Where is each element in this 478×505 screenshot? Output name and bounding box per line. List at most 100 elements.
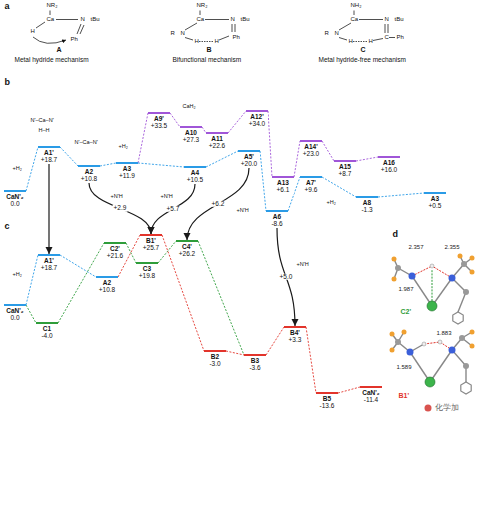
- energy-level: A13+6.1: [272, 176, 294, 194]
- reaction-path: [170, 113, 180, 127]
- atom-label: Ca: [46, 16, 55, 22]
- atom-label: NR₂: [46, 2, 58, 8]
- reaction-path: [266, 327, 284, 355]
- bond: [354, 11, 355, 16]
- reagent-label: +H₂: [12, 272, 22, 278]
- energy-level: A5'+20.0: [238, 150, 260, 168]
- state-name: B1': [140, 237, 162, 244]
- methyl-atom: [470, 330, 475, 335]
- atom-label: H: [214, 38, 219, 44]
- reaction-path: [338, 387, 360, 393]
- dashed-bond: [199, 41, 213, 42]
- bond: [388, 24, 389, 33]
- reaction-path: [60, 147, 78, 166]
- relative-energy: +25.7: [140, 244, 162, 251]
- energy-level: B2-3.0: [204, 350, 226, 368]
- bond: [359, 19, 383, 20]
- state-name: A8: [356, 199, 378, 206]
- nitrogen-atom: [409, 273, 416, 280]
- atom-label: NR₂: [196, 2, 208, 8]
- energy-level: A8-1.3: [356, 196, 378, 214]
- atom-label: N: [334, 30, 339, 36]
- molecule-c2: [392, 254, 475, 325]
- energy-level: A16+16.0: [378, 156, 400, 174]
- state-name: A3: [116, 165, 138, 172]
- state-name: A10: [180, 129, 202, 136]
- watermark-logo: [425, 405, 432, 412]
- energy-level: A10+27.3: [180, 126, 202, 144]
- relative-energy: -8.6: [266, 220, 288, 227]
- carbon-atom: [395, 265, 401, 271]
- nitrogen-atom: [449, 347, 456, 354]
- structure-name: B1': [398, 392, 410, 399]
- reaction-path: [26, 255, 38, 305]
- methyl-atom: [390, 332, 395, 337]
- relative-energy: +18.7: [38, 264, 60, 271]
- reaction-path: [260, 151, 266, 211]
- state-name: CaN'₂: [360, 389, 382, 396]
- relative-energy: +8.7: [334, 170, 356, 177]
- molecule-b1: [390, 330, 475, 395]
- state-name: CaN'₂: [4, 193, 26, 200]
- relative-energy: +10.5: [184, 176, 206, 183]
- mechanism-letter: B: [206, 46, 212, 53]
- reaction-path: [306, 327, 316, 393]
- transfer-arrow: [151, 184, 195, 234]
- calcium-atom: [425, 377, 435, 387]
- relative-energy: +9.6: [300, 186, 322, 193]
- calcium-atom: [427, 301, 437, 311]
- energy-level: A4+10.5: [184, 166, 206, 184]
- energy-level: CaN'₂0.0: [4, 304, 26, 322]
- structure-fragment: N'–Ca–N': [74, 140, 98, 146]
- relative-energy: +34.0: [246, 120, 268, 127]
- bond: [205, 19, 229, 20]
- relative-energy: -11.4: [360, 396, 382, 403]
- relative-energy: +0.5: [424, 202, 446, 209]
- hydrogen-atom: [422, 342, 426, 346]
- reaction-path: [26, 147, 38, 191]
- reaction-path: [138, 163, 184, 167]
- relative-energy: -4.0: [36, 332, 58, 339]
- state-name: B4': [284, 329, 306, 336]
- bond: [56, 19, 78, 20]
- bond: [232, 24, 233, 32]
- energy-level: CaN'₂0.0: [4, 190, 26, 208]
- relative-energy: +6.1: [272, 186, 294, 193]
- state-name: C3: [136, 265, 158, 272]
- energy-level: A3+11.9: [116, 162, 138, 180]
- relative-energy: +10.8: [96, 286, 118, 293]
- reaction-path: [138, 113, 148, 163]
- nitrogen-atom: [449, 275, 456, 282]
- reagent-label: +N'H: [160, 194, 173, 200]
- reagent-label: +N'H: [110, 194, 123, 200]
- energy-level: CaN'₂-11.4: [360, 386, 382, 404]
- energy-level: A7'+9.6: [300, 176, 322, 194]
- state-name: A1': [38, 149, 60, 156]
- relative-energy: +33.5: [148, 122, 170, 129]
- atom-label: R: [324, 30, 329, 36]
- state-name: B2: [204, 353, 226, 360]
- bond: [235, 24, 236, 32]
- bond: [36, 22, 45, 28]
- structure-fragment: CaH₂: [182, 104, 196, 110]
- atom-label: tBu: [394, 16, 404, 22]
- bond: [385, 24, 386, 33]
- state-name: C1: [36, 325, 58, 332]
- reagent-label: +N'H: [236, 208, 249, 214]
- transfer-arrow: [48, 164, 49, 254]
- bond: [339, 38, 347, 41]
- reaction-path: [228, 111, 246, 133]
- reaction-path: [206, 151, 238, 167]
- state-name: A2: [78, 168, 100, 175]
- relative-energy: +18.7: [38, 156, 60, 163]
- methyl-atom: [392, 257, 397, 262]
- reagent-label: +H₂: [118, 144, 128, 150]
- methyl-atom: [470, 270, 475, 275]
- bond: [412, 276, 432, 306]
- methyl-atom: [402, 330, 407, 335]
- relative-energy: -3.0: [204, 360, 226, 367]
- atom-label: Ph: [70, 36, 78, 42]
- energy-level: B5-13.6: [316, 392, 338, 410]
